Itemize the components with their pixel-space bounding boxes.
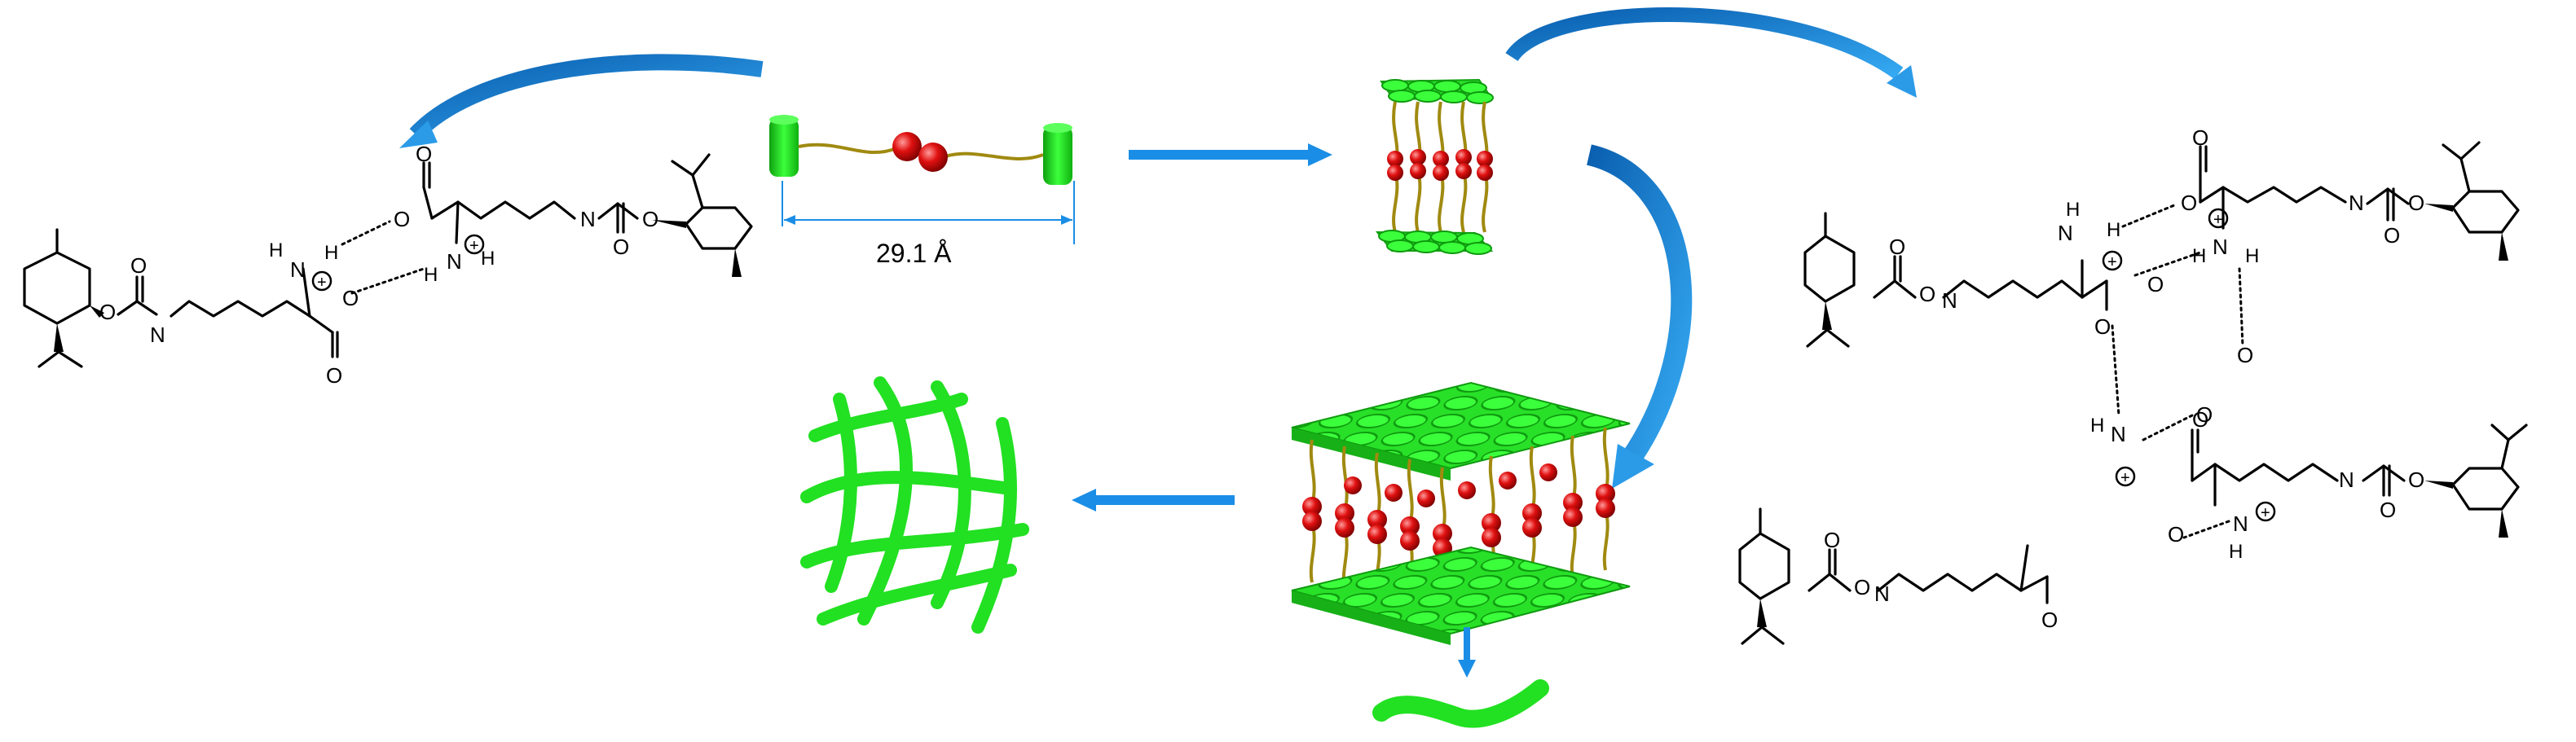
atom-o-left-carbonyl: O bbox=[130, 253, 147, 278]
atom-o-carboxyl-right-6: O bbox=[2041, 608, 2058, 632]
arrow-to-bilayer bbox=[1129, 143, 1332, 166]
atom-h-ammonium-upper: H bbox=[424, 264, 438, 286]
charge-circle-right-4 bbox=[2255, 501, 2276, 522]
green-head-left-cap bbox=[769, 115, 799, 125]
charge-plus-right-2: + bbox=[2213, 211, 2223, 229]
atom-o-carboxyl-left-2: O bbox=[342, 286, 359, 310]
atom-h-right-1: H bbox=[2066, 199, 2080, 221]
atom-o-right-lower-3: O bbox=[2380, 498, 2396, 522]
atom-o-left-ester: O bbox=[99, 300, 116, 324]
atom-n-ammonium-upper: N bbox=[447, 249, 462, 274]
charge-circle-upper bbox=[464, 234, 485, 255]
charge-plus-right-4: + bbox=[2261, 504, 2270, 522]
atom-h-right-2: H bbox=[2107, 219, 2120, 241]
atom-n-ammonium-right-3: N bbox=[2111, 422, 2126, 446]
red-sphere-1 bbox=[892, 132, 922, 161]
right-molecule-tetramer: N O O N H H O O O O N H H N O O O N H O … bbox=[1738, 125, 2528, 645]
charge-plus-right-1: + bbox=[2107, 253, 2117, 271]
charge-plus-right-3: + bbox=[2120, 469, 2130, 487]
atom-h-ammonium-upper-2: H bbox=[481, 248, 495, 270]
atom-h-right-6: H bbox=[2229, 541, 2243, 563]
atom-n-ammonium-right-1: N bbox=[2058, 221, 2073, 245]
atom-n-ammonium-right-2: N bbox=[2213, 235, 2228, 259]
atom-o-right-lower-left-2: O bbox=[1824, 528, 1840, 552]
atom-o-right-upper-2: O bbox=[2384, 223, 2400, 248]
atom-n-upper: N bbox=[580, 207, 596, 231]
curved-arrow-down bbox=[1586, 144, 1693, 489]
charge-plus-upper: + bbox=[469, 237, 479, 255]
fiber-network bbox=[800, 376, 1029, 634]
bilayer-small bbox=[1375, 78, 1494, 255]
green-fiber-strand bbox=[1372, 679, 1549, 728]
atom-o-upper-ester: O bbox=[642, 207, 658, 231]
atom-o-carboxyl-right-3: O bbox=[2181, 191, 2197, 215]
atom-n-right-lower-left: N bbox=[1874, 582, 1890, 606]
curved-arrow-right bbox=[1505, 7, 1917, 98]
atom-o-right-upper-ester: O bbox=[1919, 282, 1935, 306]
green-head-right bbox=[1043, 126, 1072, 185]
atom-o-right-mid: O bbox=[2237, 343, 2253, 367]
atom-o-carboxyl-right-4: O bbox=[2192, 125, 2208, 150]
atom-o-carboxyl-right-2: O bbox=[2147, 272, 2164, 296]
charge-circle-right-1 bbox=[2102, 250, 2123, 271]
green-head-left bbox=[769, 118, 799, 177]
left-molecule-dimer: N O O N H H O O O O N H H N O O + + bbox=[23, 142, 753, 388]
atom-o-carboxyl-left: O bbox=[326, 363, 342, 388]
monomer-model: 29.1 Å bbox=[769, 115, 1075, 268]
atom-n-ammonium-left: N bbox=[290, 257, 306, 282]
atom-o-right-lower-4: O bbox=[2408, 468, 2424, 492]
atom-n-right-lower: N bbox=[2339, 468, 2354, 492]
atom-n-right-upper-2: N bbox=[2349, 191, 2364, 215]
atom-h-ammonium-left: H bbox=[269, 239, 283, 261]
atom-o-carboxyl-upper-2: O bbox=[416, 142, 432, 166]
atom-h-right-4: H bbox=[2245, 245, 2259, 267]
charge-plus-left: + bbox=[317, 274, 327, 292]
charge-circle-right-2 bbox=[2208, 208, 2229, 229]
atom-o-carboxyl-right-1: O bbox=[2094, 314, 2111, 339]
arrow-to-network bbox=[1072, 489, 1235, 511]
atom-o-right-lower-2: O bbox=[2192, 407, 2208, 432]
charge-circle-right-3 bbox=[2115, 466, 2136, 487]
atom-o-carboxyl-upper: O bbox=[394, 207, 410, 231]
atom-o-right-lower-left: O bbox=[1854, 575, 1870, 599]
atom-h-ammonium-left-2: H bbox=[324, 242, 338, 264]
atom-n-right-upper: N bbox=[1942, 288, 1957, 313]
atom-o-right-upper-3: O bbox=[2408, 191, 2424, 215]
red-sphere-2 bbox=[918, 143, 948, 172]
atom-o-right-lower: O bbox=[2196, 402, 2213, 427]
green-head-right-cap bbox=[1043, 123, 1072, 133]
curved-arrow-left bbox=[399, 54, 764, 148]
atom-n-ammonium-right-4: N bbox=[2233, 511, 2248, 536]
atom-h-right-3: H bbox=[2192, 245, 2206, 267]
atom-o-right-upper-carbonyl: O bbox=[1889, 235, 1905, 259]
length-label: 29.1 Å bbox=[876, 239, 952, 268]
atom-h-right-5: H bbox=[2090, 415, 2104, 437]
charge-circle-left bbox=[311, 270, 332, 292]
arrow-down-small bbox=[1458, 627, 1476, 678]
atom-o-upper-carbonyl: O bbox=[613, 235, 629, 259]
bilayer-large bbox=[1291, 381, 1631, 645]
atom-o-carboxyl-right-5: O bbox=[2168, 522, 2184, 547]
atom-n-left: N bbox=[150, 323, 165, 347]
